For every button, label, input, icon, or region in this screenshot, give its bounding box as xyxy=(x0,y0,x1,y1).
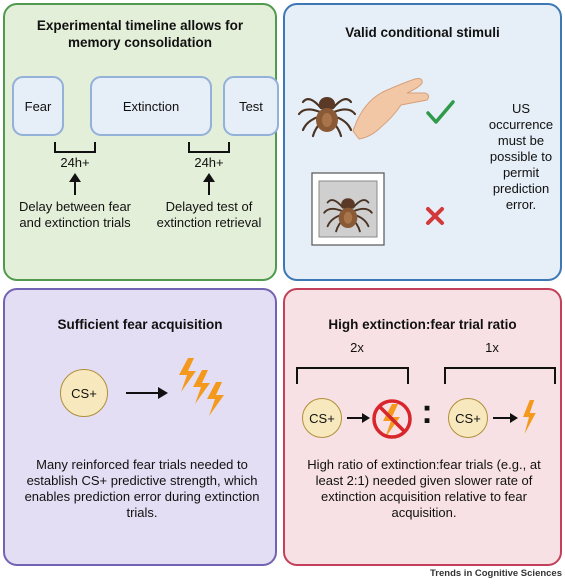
extinction-box: Extinction xyxy=(90,76,212,136)
hand-icon xyxy=(352,78,430,140)
cs-plus-circle: CS+ xyxy=(60,369,108,417)
cross-icon xyxy=(426,207,444,225)
delay-2-label: 24h+ xyxy=(194,155,224,170)
timeline-brackets xyxy=(54,142,230,195)
cs-plus-circle-left: CS+ xyxy=(302,398,342,438)
extinction-label: Extinction xyxy=(122,98,180,114)
ratio-colon: : xyxy=(421,393,433,431)
test-label: Test xyxy=(239,98,263,114)
test-box: Test xyxy=(223,76,279,136)
cs-plus-label-left: CS+ xyxy=(309,410,335,426)
right-arrow-icon xyxy=(347,413,370,423)
right-arrow-icon xyxy=(126,387,168,399)
cs-plus-circle-right: CS+ xyxy=(448,398,488,438)
delay-2-note: Delayed test of extinction retrieval xyxy=(156,199,262,230)
acquisition-text: Many reinforced fear trials needed to es… xyxy=(24,457,260,520)
up-arrow-icon xyxy=(203,173,215,195)
acquisition-illustration xyxy=(126,358,224,416)
lightning-bolt-icon xyxy=(179,358,196,392)
fear-label: Fear xyxy=(24,98,52,114)
delay-1-label: 24h+ xyxy=(60,155,90,170)
delay-bracket-1 xyxy=(54,142,96,153)
timeline-panel: Experimental timeline allows for memory … xyxy=(3,3,279,281)
no-lightning-icon xyxy=(372,399,412,439)
check-icon xyxy=(426,100,455,124)
stimuli-text: US occurrence must be possible to permit… xyxy=(488,101,554,212)
right-arrow-icon xyxy=(493,413,518,423)
left-multiplier: 2x xyxy=(350,340,364,355)
bracket-1x xyxy=(444,367,556,384)
ratio-panel: High extinction:fear trial ratio 2x 1x C… xyxy=(283,288,562,566)
journal-credit: Trends in Cognitive Sciences xyxy=(430,568,562,579)
cs-plus-label: CS+ xyxy=(71,385,97,401)
ratio-text: High ratio of extinction:fear trials (e.… xyxy=(307,457,541,520)
fear-box: Fear xyxy=(12,76,64,136)
stimuli-illustration xyxy=(297,78,455,246)
bracket-2x xyxy=(296,367,409,384)
right-multiplier: 1x xyxy=(485,340,499,355)
stimuli-title: Valid conditional stimuli xyxy=(345,25,500,40)
up-arrow-icon xyxy=(69,173,81,195)
spider-icon xyxy=(297,97,357,138)
lightning-bolt-icon xyxy=(207,382,224,416)
lightning-bolt-icon xyxy=(193,370,210,404)
ratio-illustration xyxy=(296,367,556,439)
spider-photo-icon xyxy=(323,198,373,233)
acquisition-title: Sufficient fear acquisition xyxy=(57,317,223,332)
cs-plus-label-right: CS+ xyxy=(455,410,481,426)
delay-1-note: Delay between fear and extinction trials xyxy=(19,199,132,230)
timeline-title: Experimental timeline allows for memory … xyxy=(36,18,244,50)
lightning-bolt-icon xyxy=(523,400,536,434)
stimuli-panel: Valid conditional stimuli xyxy=(283,3,562,281)
acquisition-panel: Sufficient fear acquisition CS+ Many rei… xyxy=(3,288,277,566)
delay-bracket-2 xyxy=(188,142,230,153)
ratio-title: High extinction:fear trial ratio xyxy=(328,317,517,332)
